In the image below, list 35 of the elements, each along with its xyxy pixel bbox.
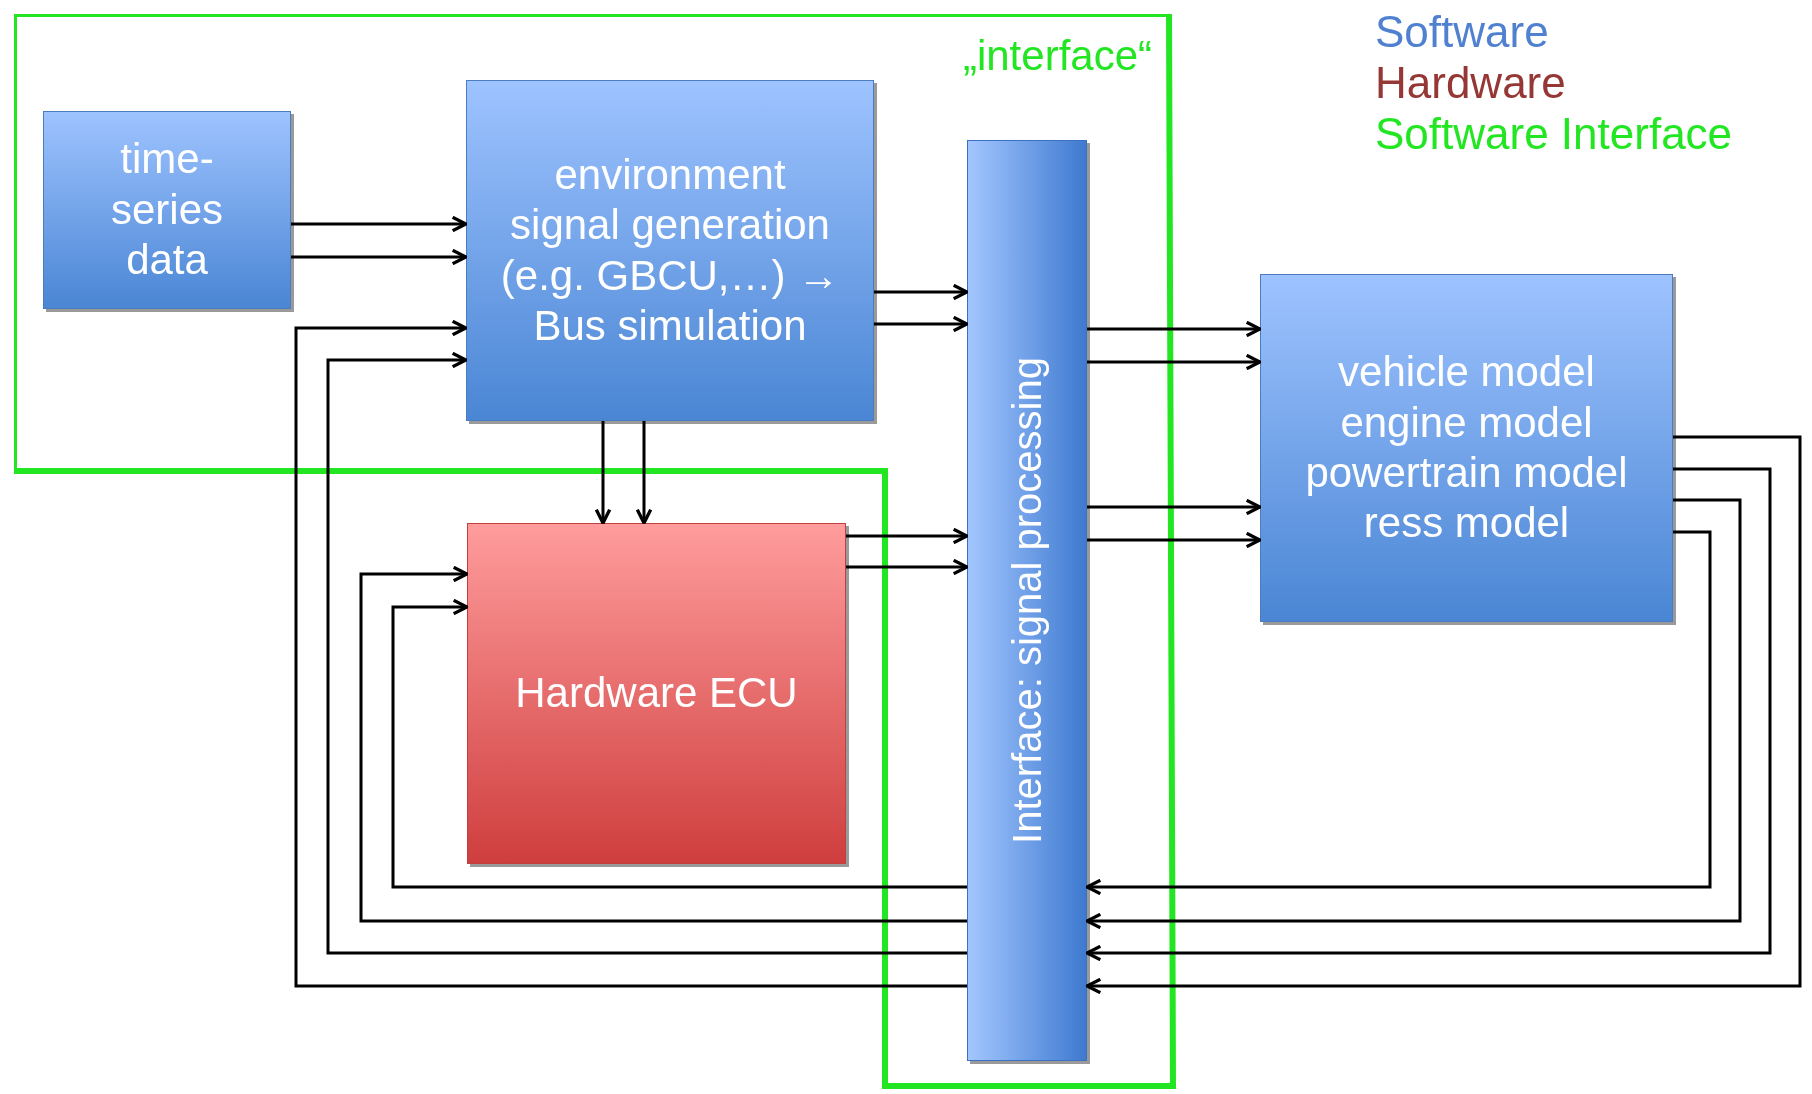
arrow (291, 248, 468, 266)
arrow (874, 315, 969, 333)
arrow (291, 215, 468, 233)
region-label: „interface“ (962, 32, 1152, 80)
arrow (1085, 435, 1802, 995)
block-label: powertrain model (1305, 448, 1628, 498)
hardware-block (467, 523, 846, 864)
software-block (1260, 274, 1673, 622)
block-label: time- series data (109, 134, 224, 286)
arrow (1085, 467, 1772, 962)
arrow (1085, 530, 1712, 896)
arrow (594, 421, 612, 525)
software-block (466, 80, 874, 421)
arrow (1087, 531, 1262, 549)
arrow (846, 558, 969, 576)
software-block (43, 111, 291, 309)
block-label: engine model (1340, 397, 1593, 448)
interface-bar (967, 140, 1087, 1061)
block-label: Interface: signal processing (1004, 357, 1050, 844)
arrow (846, 527, 969, 545)
arrow (391, 598, 967, 889)
arrow (1087, 320, 1262, 338)
arrow (635, 421, 653, 525)
legend-text: Software Interface (1375, 108, 1733, 160)
arrow (1085, 498, 1742, 930)
arrow (359, 565, 967, 923)
legend-text: Hardware (1375, 57, 1567, 109)
block-label: ress model (1363, 498, 1570, 549)
arrow (1087, 353, 1262, 371)
block-label: vehicle model (1338, 347, 1595, 398)
block-label: environment signal generation (e.g. GBCU,…) → Bus simulation (499, 149, 841, 351)
arrow (1087, 498, 1262, 516)
arrow (874, 283, 969, 301)
legend-text: Software (1375, 6, 1550, 58)
block-label: Hardware ECU (515, 668, 798, 719)
